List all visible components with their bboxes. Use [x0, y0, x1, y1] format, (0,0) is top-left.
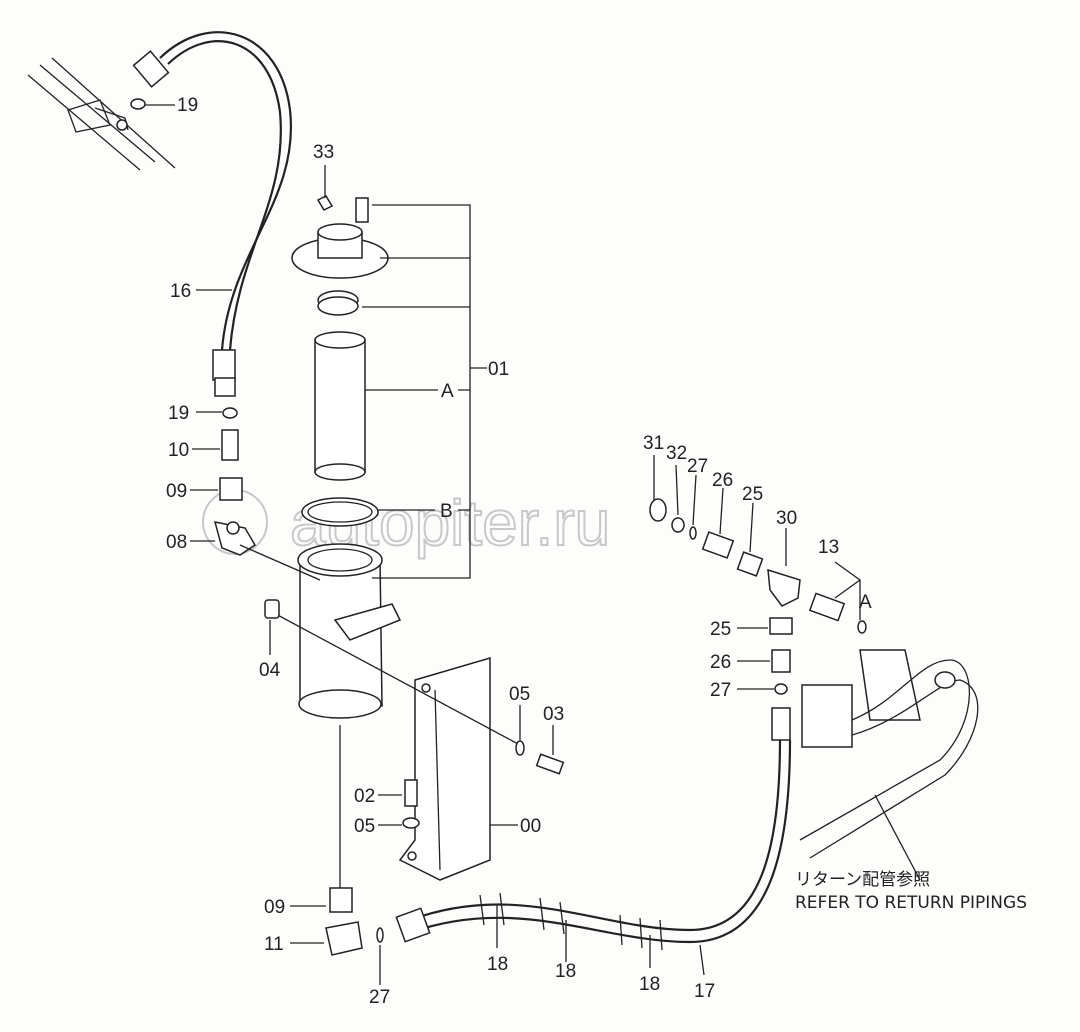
label-05-upper: 05 — [509, 684, 530, 705]
label-group-a: A — [441, 381, 454, 402]
label-27-lower: 27 — [710, 680, 731, 701]
label-30: 30 — [776, 508, 797, 529]
label-27-bottom: 27 — [369, 987, 390, 1008]
adapter-09-top — [219, 477, 243, 501]
o-ring-19-top — [130, 98, 146, 110]
label-04: 04 — [259, 660, 281, 681]
return-piping-note: リターン配管参照 REFER TO RETURN PIPINGS — [795, 870, 1027, 913]
label-08: 08 — [166, 532, 187, 553]
label-13: 13 — [818, 537, 839, 558]
leader-lines — [145, 104, 787, 985]
adapter-26 — [701, 531, 735, 559]
fittings-right — [649, 498, 867, 695]
label-00: 00 — [520, 816, 541, 837]
adapter-26-lower — [771, 649, 791, 673]
nut-04 — [264, 599, 280, 619]
group-bracket-01 — [362, 204, 487, 579]
label-27-upper: 27 — [687, 456, 708, 477]
label-25-lower: 25 — [710, 619, 731, 640]
nut-25 — [736, 551, 764, 577]
elbow-11 — [325, 921, 363, 956]
label-05-lower: 05 — [354, 816, 375, 837]
label-11: 11 — [264, 934, 284, 955]
o-ring-27 — [376, 927, 384, 943]
check-valve-13 — [808, 592, 846, 622]
label-18-left: 18 — [487, 954, 508, 975]
washer-05-lower — [402, 817, 420, 829]
tee-30 — [767, 568, 801, 607]
label-09-top: 09 — [166, 481, 187, 502]
washer-05 — [515, 740, 525, 756]
adapter-10 — [221, 429, 239, 461]
label-group-b: B — [440, 501, 453, 522]
filter-assembly — [239, 195, 521, 890]
label-26-lower: 26 — [710, 652, 731, 673]
part-labels: 19 16 19 10 09 08 33 01 A B 04 05 03 02 … — [166, 95, 872, 1008]
bolt-02 — [404, 779, 418, 807]
label-16: 16 — [170, 281, 191, 302]
label-26-upper: 26 — [712, 470, 733, 491]
label-19: 19 — [168, 403, 189, 424]
hose-17 — [395, 707, 792, 951]
label-31: 31 — [643, 433, 664, 454]
label-32: 32 — [666, 443, 687, 464]
label-09: 09 — [264, 897, 285, 918]
bolt-03 — [535, 753, 565, 775]
note-english: REFER TO RETURN PIPINGS — [795, 893, 1027, 913]
watermark: autopiter.ru — [202, 486, 611, 560]
nut-25-lower — [769, 617, 793, 635]
label-03: 03 — [543, 704, 564, 725]
label-01: 01 — [488, 359, 509, 380]
hose-16 — [132, 31, 293, 397]
label-02: 02 — [354, 786, 375, 807]
label-17: 17 — [694, 981, 715, 1002]
o-ring-27-lower — [774, 683, 788, 695]
adapter-09 — [329, 887, 353, 913]
label-33: 33 — [313, 142, 334, 163]
o-ring-19 — [222, 407, 238, 419]
label-18-mid: 18 — [555, 961, 576, 982]
note-japanese: リターン配管参照 — [795, 870, 930, 890]
label-25-upper: 25 — [742, 484, 763, 505]
label-19-top: 19 — [177, 95, 198, 116]
return-piping — [799, 649, 979, 881]
label-group-a-right: A — [859, 592, 872, 613]
o-ring-27-upper — [689, 526, 697, 540]
existing-pipes — [27, 57, 176, 171]
label-18-right: 18 — [639, 974, 660, 995]
cap-31 — [649, 498, 667, 522]
label-10: 10 — [168, 440, 189, 461]
fittings-bottom — [264, 599, 565, 956]
ring-32 — [671, 517, 685, 533]
fittings-left — [130, 98, 257, 556]
